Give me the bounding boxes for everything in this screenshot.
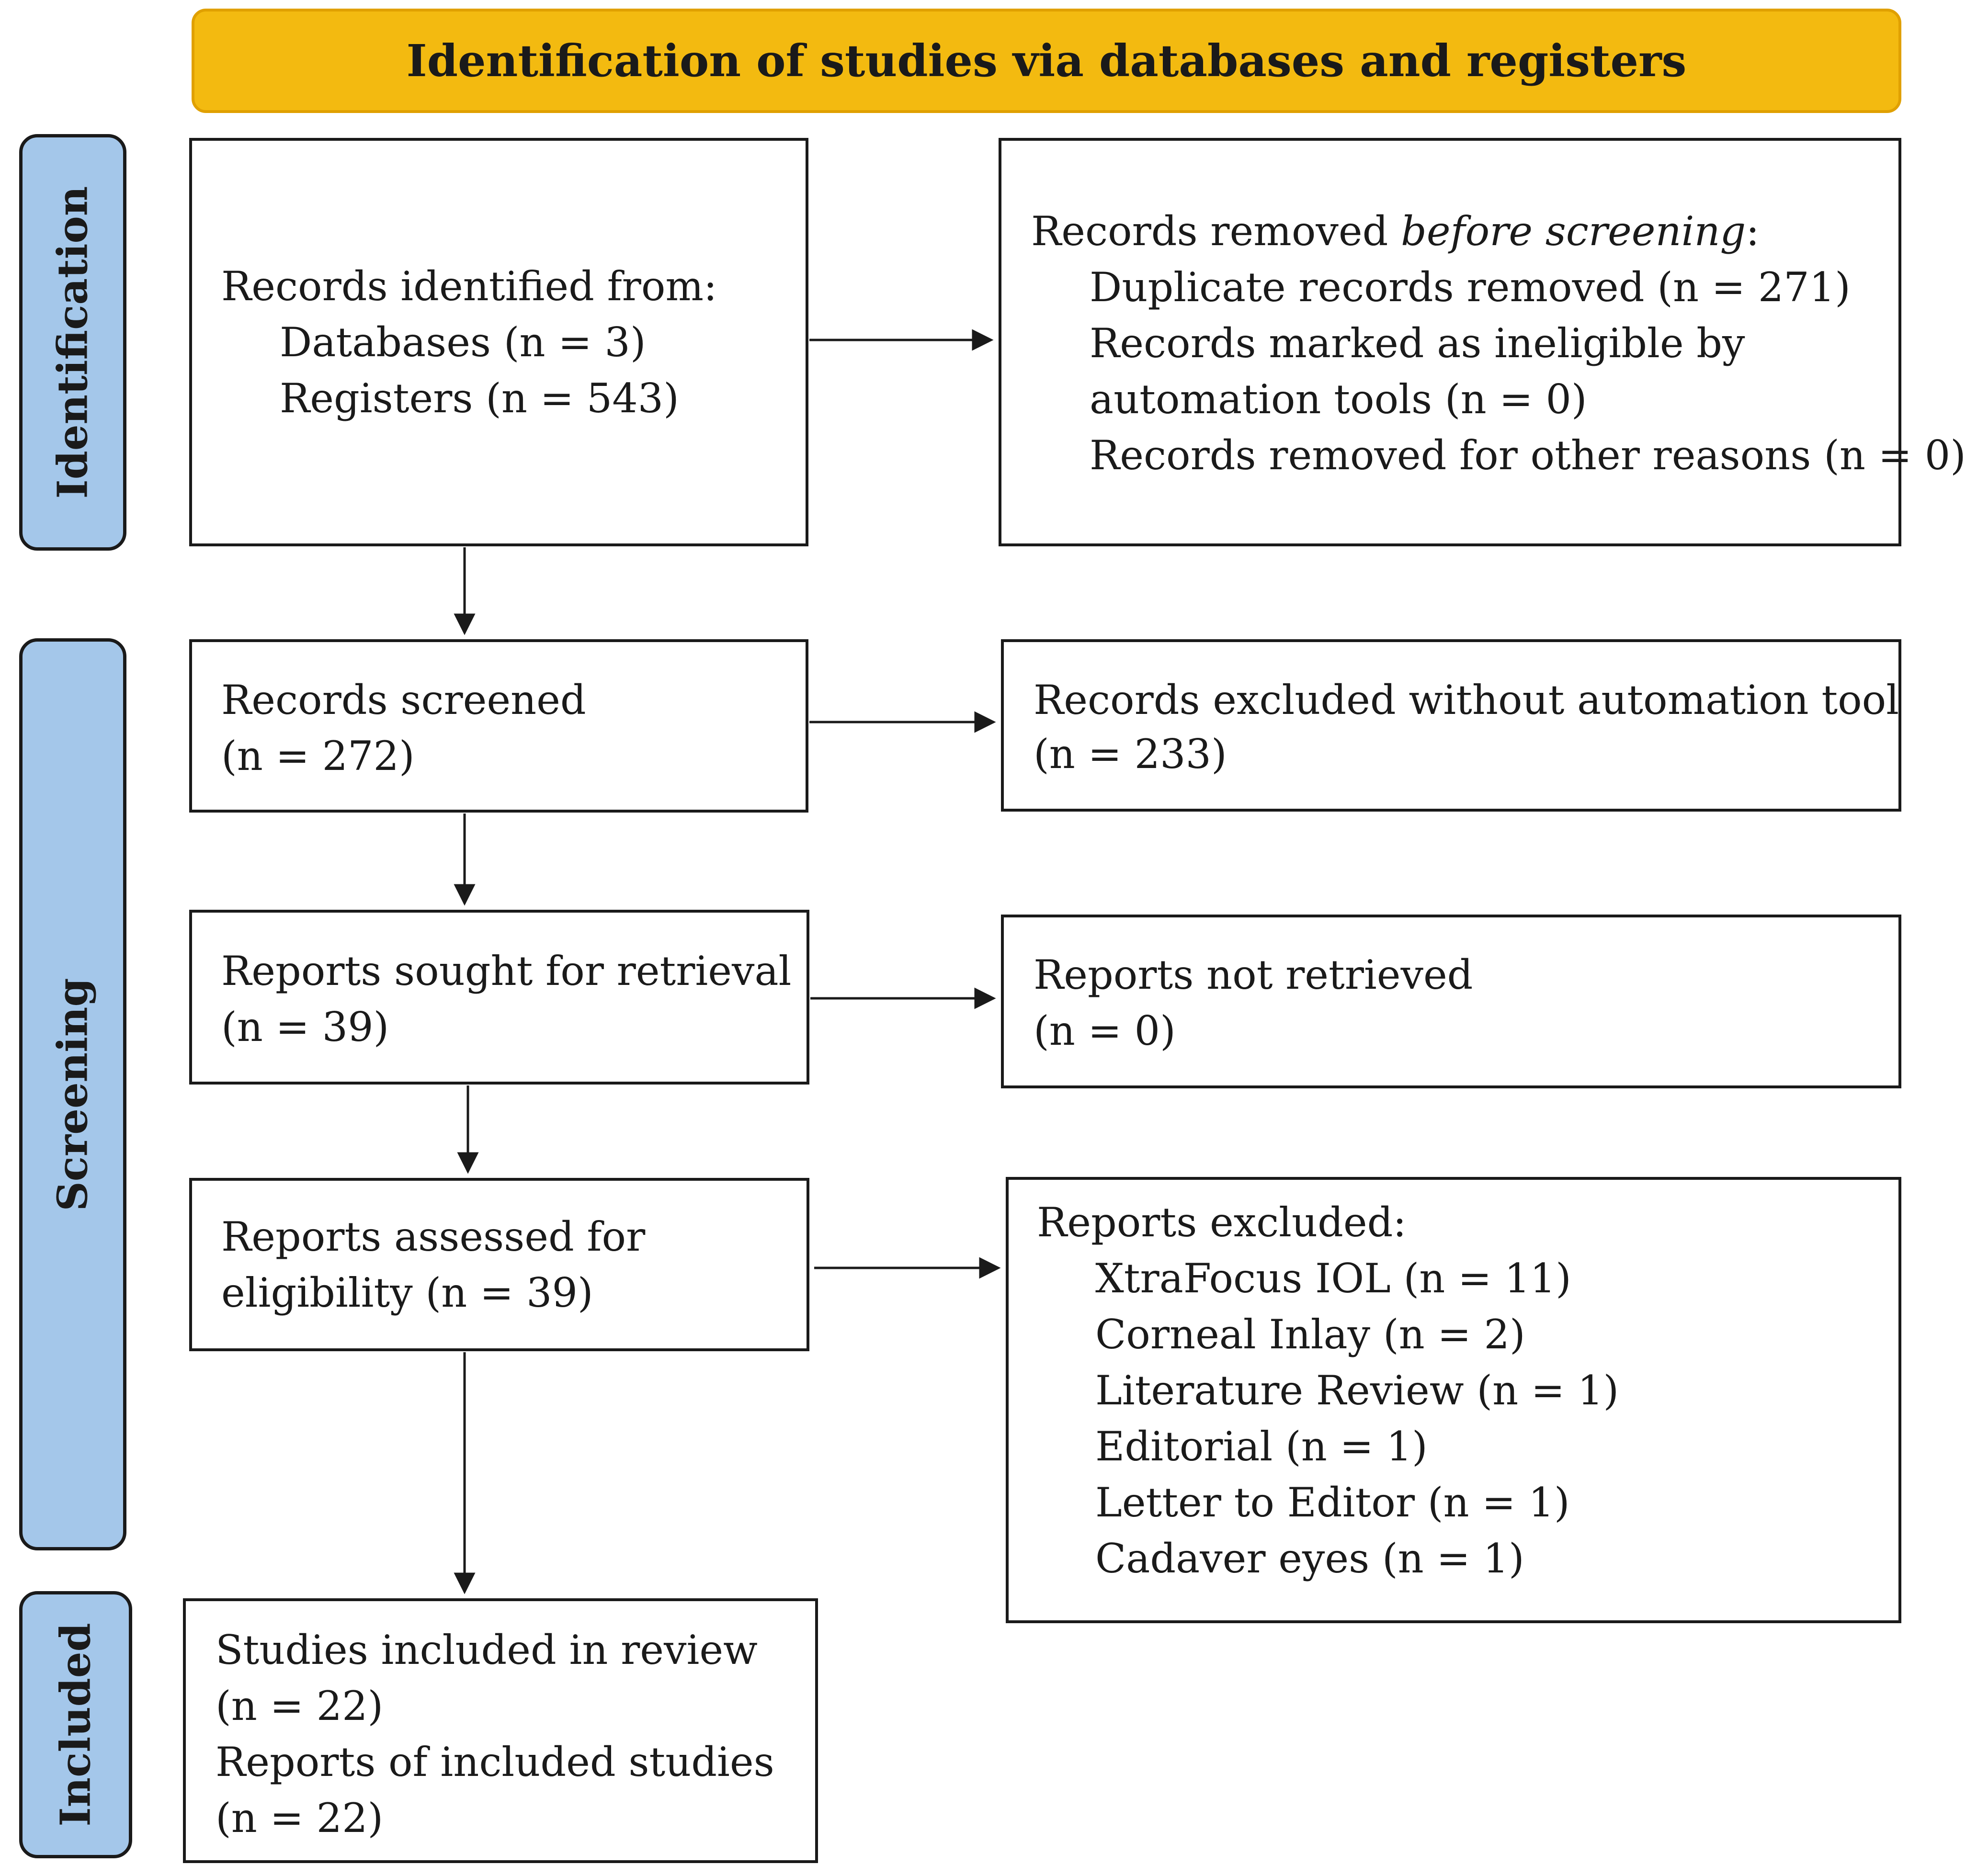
records-identified-heading: Records identified from: — [221, 263, 717, 310]
records-identified-registers: Registers (n = 543) — [280, 375, 679, 422]
records-screened-count: (n = 272) — [221, 733, 415, 780]
records-removed-heading: Records removed before screening: — [1031, 203, 1760, 260]
records-removed-heading-emphasis: before screening — [1401, 208, 1746, 255]
flow-arrows — [454, 329, 1001, 1594]
records-marked-ineligible-line1: Records marked as ineligible by — [1090, 320, 1745, 367]
records-removed-other-reasons: Records removed for other reasons (n = 0… — [1090, 432, 1966, 479]
reports-excluded-reason: Letter to Editor (n = 1) — [1095, 1479, 1570, 1526]
records-excluded-box — [1001, 639, 1901, 812]
studies-included-label: Studies included in review — [216, 1627, 758, 1673]
phase-screening: Screening — [19, 638, 126, 1550]
reports-included-label: Reports of included studies — [216, 1739, 774, 1786]
reports-not-retrieved-box — [1001, 915, 1901, 1088]
studies-included-count: (n = 22) — [216, 1683, 384, 1729]
records-screened-box — [189, 639, 808, 813]
reports-excluded-heading: Reports excluded: — [1037, 1199, 1407, 1246]
reports-sought-label: Reports sought for retrieval — [221, 948, 792, 995]
reports-assessed-label-line1: Reports assessed for — [221, 1213, 646, 1260]
reports-not-retrieved-count: (n = 0) — [1034, 1007, 1176, 1054]
records-screened-label: Records screened — [221, 677, 586, 723]
records-excluded-count: (n = 233) — [1034, 731, 1227, 778]
studies-included-box — [183, 1598, 818, 1863]
duplicate-records-removed: Duplicate records removed (n = 271) — [1090, 264, 1851, 311]
reports-excluded-reason: Literature Review (n = 1) — [1095, 1367, 1619, 1414]
reports-excluded-box — [1006, 1177, 1901, 1623]
diagram-title: Identification of studies via databases … — [406, 35, 1687, 87]
reports-sought-box — [189, 910, 809, 1085]
records-removed-heading-pre: Records removed — [1031, 208, 1401, 255]
phase-identification: Identification — [19, 134, 126, 551]
records-removed-heading-colon: : — [1746, 208, 1760, 255]
reports-excluded-reason: Corneal Inlay (n = 2) — [1095, 1311, 1525, 1358]
reports-sought-count: (n = 39) — [221, 1004, 389, 1051]
records-identified-databases: Databases (n = 3) — [280, 319, 646, 366]
reports-assessed-label-line2: eligibility (n = 39) — [221, 1269, 593, 1316]
reports-included-count: (n = 22) — [216, 1795, 384, 1842]
reports-excluded-reason: Cadaver eyes (n = 1) — [1095, 1535, 1524, 1582]
reports-not-retrieved-label: Reports not retrieved — [1034, 951, 1473, 998]
diagram-title-banner: Identification of studies via databases … — [192, 9, 1901, 113]
reports-excluded-reason: Editorial (n = 1) — [1095, 1423, 1428, 1470]
records-identified-box — [189, 138, 808, 546]
records-marked-ineligible-line2: automation tools (n = 0) — [1090, 376, 1587, 423]
reports-assessed-box — [189, 1178, 809, 1351]
reports-excluded-reason: XtraFocus IOL (n = 11) — [1095, 1255, 1571, 1302]
records-removed-box — [999, 138, 1901, 546]
phase-included: Included — [19, 1591, 132, 1858]
records-excluded-label: Records excluded without automation tool — [1034, 677, 1899, 723]
